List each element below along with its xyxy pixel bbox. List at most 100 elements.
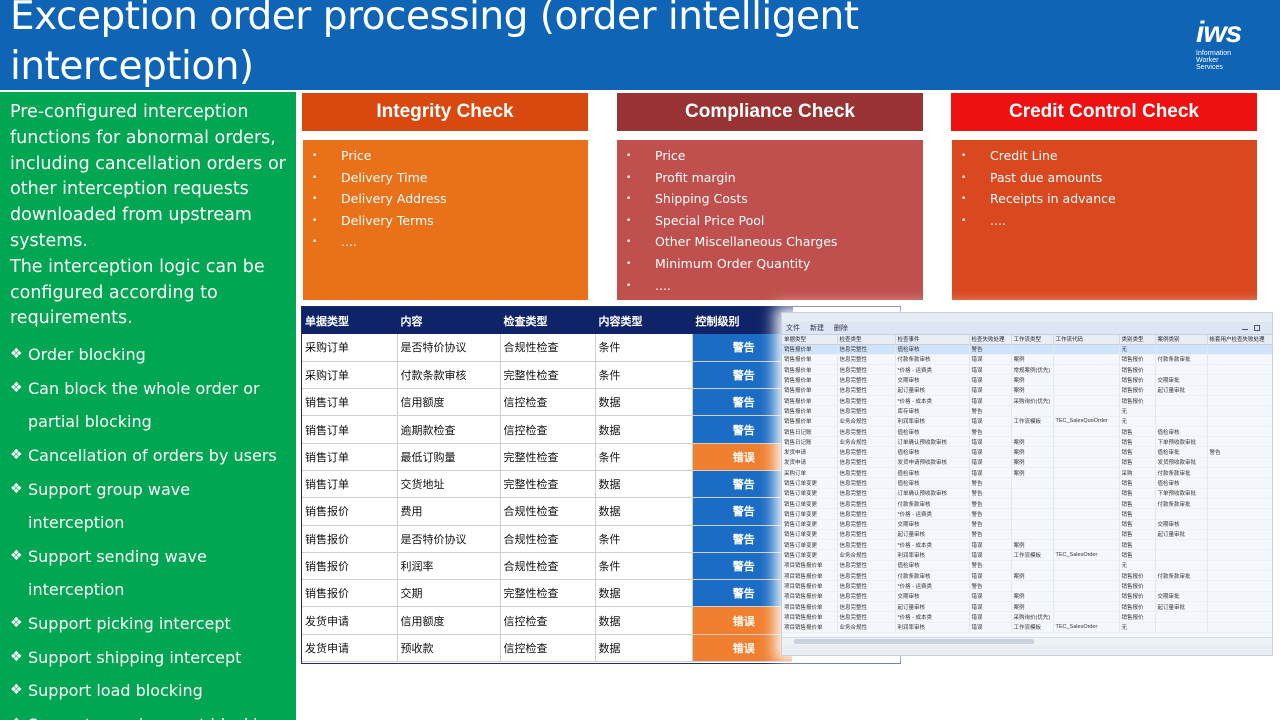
table-cell: 数据	[595, 579, 693, 608]
grid-row[interactable]: 销售报价单信息完整性*价格 - 成本类错误采购询价(优先)销售报价	[782, 395, 1272, 407]
grid-cell: 值检审核	[1155, 426, 1208, 438]
grid-cell: 案例	[1011, 570, 1054, 582]
grid-row[interactable]: 销售报价单信息完整性*价格 - 运费类错误常规案例(优先)销售报价	[782, 364, 1272, 376]
grid-row[interactable]: 销售订单变更信息完整性起订量审核警告销售起订量审批	[782, 529, 1272, 541]
grid-column-header[interactable]: 检查失败处理	[969, 335, 1012, 345]
column-header: 内容	[397, 307, 501, 334]
grid-row[interactable]: 销售报价单信息完整性起订量审核错误案例销售报价起订量审批	[782, 385, 1272, 396]
grid-row[interactable]: 销售报价单信息完整性库存审核警告无	[782, 405, 1272, 417]
table-row[interactable]: 销售报价利润率合规性检查条件警告	[302, 552, 792, 581]
table-row[interactable]: 销售报价费用合规性检查数据警告	[302, 497, 792, 526]
horizontal-scrollbar[interactable]	[782, 637, 1272, 645]
table-row[interactable]: 销售订单交货地址完整性检查数据警告	[302, 470, 792, 499]
grid-row[interactable]: 销售订单变更信息完整性订单确认预收款审核警告销售下单预收款审批	[782, 488, 1272, 499]
table-cell: 发货申请	[302, 606, 398, 635]
grid-row[interactable]: 项目销售报价单信息完整性起订量审核错误案例销售报价起订量审批	[782, 601, 1272, 613]
file-menu[interactable]: 文件	[786, 325, 800, 332]
check-item: •....	[952, 213, 1257, 235]
grid-row[interactable]: 项目销售报价单信息完整性*价格 - 运费类警告销售报价	[782, 580, 1272, 592]
grid-cell	[1207, 601, 1272, 613]
grid-column-header[interactable]: 单据类型	[782, 335, 838, 345]
grid-row[interactable]: 销售订单变更信息完整性付款条款审核警告销售付款条款审批	[782, 498, 1272, 510]
grid-column-header[interactable]: 工作流类型	[1011, 335, 1054, 345]
table-row[interactable]: 采购订单付款条款审核完整性检查条件警告	[302, 361, 792, 390]
check-item-label: Past due amounts	[990, 169, 1103, 185]
grid-row[interactable]: 销售订单变更信息完整性交期审核警告销售交期审核	[782, 519, 1272, 530]
grid-cell: 销售报价单	[782, 395, 838, 407]
grid-row[interactable]: 销售日记账业务合规性订单确认预收款审核错误案例销售下单预收款审批	[782, 436, 1272, 448]
grid-row[interactable]: 发货申请信息完整性发货申请预收款审核错误案例销售发货预收款审批	[782, 457, 1272, 469]
grid-row[interactable]: 销售订单变更信息完整性值检审核警告销售值检审核	[782, 477, 1272, 489]
check-item-label: ....	[655, 277, 671, 293]
grid-row[interactable]: 采购订单信息完整性值检审核错误案例采购付款条款审批	[782, 467, 1272, 479]
bullet-dot-icon: •	[626, 172, 632, 183]
integrity-check-list: •Price•Delivery Time•Delivery Address•De…	[303, 140, 588, 300]
grid-row[interactable]: 销售报价单信息完整性付款条款审核错误案例销售报价付款条款审批	[782, 354, 1272, 366]
grid-cell: 销售订单变更	[782, 477, 838, 489]
grid-column-header[interactable]: 帐套用户检查失败处理	[1207, 335, 1272, 345]
grid-row[interactable]: 项目销售报价单信息完整性值检审核警告无	[782, 560, 1272, 572]
grid-cell: 信息完整性	[837, 385, 896, 396]
grid-cell: 工作流模板	[1011, 622, 1054, 633]
grid-row[interactable]: 项目销售报价单信息完整性交期审核错误案例销售报价交期审批	[782, 591, 1272, 602]
grid-column-header[interactable]: 工作流代码	[1053, 335, 1120, 345]
grid-row[interactable]: 销售报价单信息完整性值检审核警告无	[782, 344, 1272, 355]
grid-column-header[interactable]: 类别类型	[1119, 335, 1156, 345]
table-row[interactable]: 销售报价交期完整性检查数据警告	[302, 579, 792, 608]
grid-cell: 交期审核	[1155, 519, 1208, 530]
grid-row[interactable]: 发货申请信息完整性值检审核错误案例销售值检审批警告	[782, 446, 1272, 458]
grid-cell	[1011, 498, 1054, 510]
grid-row[interactable]: 销售订单变更信息完整性*价格 - 成本类错误案例销售	[782, 539, 1272, 551]
bullet-dot-icon: •	[961, 215, 967, 226]
check-item-label: Delivery Terms	[341, 212, 434, 228]
screenshot-toolbar: 文件 新建 删除	[782, 322, 1272, 335]
grid-cell	[1207, 477, 1272, 489]
feature-item: ❖Support group wave interception	[10, 473, 286, 540]
feature-panel: Pre-configured interception functions fo…	[0, 92, 296, 720]
table-row[interactable]: 发货申请信用额度信控检查数据错误	[302, 606, 792, 635]
grid-row[interactable]: 销售报价单信息完整性交期审核错误案例销售报价交期审批	[782, 374, 1272, 386]
grid-row[interactable]: 销售日记账信息完整性值检审核警告销售值检审核	[782, 426, 1272, 438]
grid-cell: 工作流模板	[1011, 416, 1054, 427]
table-row[interactable]: 发货申请预收款信控检查数据错误	[302, 634, 792, 663]
table-row[interactable]: 销售报价是否特价协议合规性检查条件警告	[302, 525, 792, 553]
grid-cell: 库存审核	[895, 405, 970, 417]
table-row[interactable]: 采购订单是否特价协议合规性检查条件警告	[302, 334, 792, 362]
grid-cell: 付款条款审核	[895, 570, 970, 582]
check-item: •....	[303, 234, 588, 256]
diamond-bullet-icon: ❖	[10, 446, 23, 463]
table-row[interactable]: 销售订单最低订购量完整性检查条件错误	[302, 443, 792, 471]
table-row[interactable]: 销售订单逾期款检查信控检查数据警告	[302, 415, 792, 444]
restore-icon[interactable]	[1254, 325, 1260, 331]
grid-cell	[1053, 591, 1120, 602]
new-button[interactable]: 新建	[809, 325, 824, 332]
table-row[interactable]: 销售订单信用额度信控检查数据警告	[302, 388, 792, 417]
grid-cell	[1053, 580, 1120, 592]
grid-column-header[interactable]: 案例类别	[1155, 335, 1208, 345]
grid-column-header[interactable]: 检查类型	[837, 335, 896, 345]
diamond-bullet-icon: ❖	[10, 547, 23, 564]
grid-cell: *价格 - 运费类	[895, 364, 970, 376]
grid-cell	[1053, 374, 1120, 386]
grid-row[interactable]: 销售订单变更信息完整性*价格 - 运费类警告销售	[782, 508, 1272, 520]
control-level-cell: 错误	[692, 443, 792, 471]
diamond-bullet-icon: ❖	[10, 480, 23, 497]
grid-cell	[1207, 354, 1272, 366]
minimize-icon[interactable]	[1242, 329, 1248, 330]
grid-cell: 信息完整性	[837, 457, 896, 469]
grid-cell	[1207, 436, 1272, 448]
grid-cell: 销售报价单	[782, 374, 838, 386]
grid-row[interactable]: 项目销售报价单信息完整性*价格 - 成本类错误采购询价(优先)销售报价	[782, 611, 1272, 623]
delete-button[interactable]: 删除	[833, 325, 848, 332]
column-header: 单据类型	[302, 307, 398, 334]
rules-table-header-row: 单据类型 内容 检查类型 内容类型 控制级别	[302, 307, 793, 334]
scrollbar-thumb[interactable]	[794, 639, 1034, 644]
control-level-cell: 警告	[692, 361, 792, 390]
grid-column-header[interactable]: 检查事件	[895, 335, 970, 345]
grid-row[interactable]: 项目销售报价单信息完整性付款条款审核错误案例销售报价付款条款审批	[782, 570, 1272, 582]
grid-cell	[1207, 405, 1272, 417]
grid-cell: 案例	[1011, 591, 1054, 602]
